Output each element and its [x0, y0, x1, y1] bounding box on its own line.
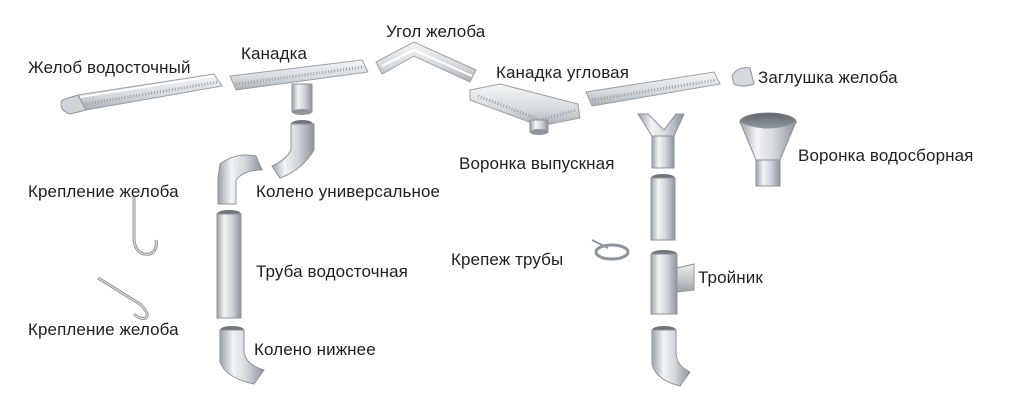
label-bracket-2: Крепление желоба — [28, 320, 179, 339]
label-bracket-1: Крепление желоба — [28, 182, 179, 201]
label-gutter-corner: Угол желоба — [386, 22, 486, 41]
label-gutter: Желоб водосточный — [28, 58, 191, 77]
label-tee: Тройник — [698, 268, 763, 287]
collector-funnel-part — [739, 112, 797, 187]
bracket-part-1 — [132, 196, 158, 256]
label-downpipe: Труба водосточная — [256, 262, 408, 281]
label-corner-connector: Канадка угловая — [496, 63, 630, 82]
label-gutter-cap: Заглушка желоба — [758, 68, 898, 87]
gutter-corner-part — [375, 41, 477, 83]
right-bottom-elbow-part — [651, 326, 691, 387]
label-collector-funnel: Воронка водосборная — [798, 146, 974, 165]
label-universal-elbow: Колено универсальное — [256, 182, 441, 201]
left-downpipe-part — [216, 210, 242, 319]
tee-part — [650, 250, 695, 315]
gutter-part — [60, 73, 223, 115]
gutter-right-part — [585, 71, 721, 107]
corner-connector-part — [469, 83, 581, 135]
left-bottom-elbow-part — [219, 326, 265, 385]
outlet-funnel-part — [637, 113, 685, 169]
gutter-cap-part — [731, 67, 755, 87]
pipe-clamp-part — [591, 239, 630, 261]
universal-elbow-part — [217, 120, 315, 205]
label-connector: Канадка — [241, 44, 308, 63]
label-pipe-clamp: Крепеж трубы — [451, 250, 564, 269]
bracket-part-2 — [97, 276, 149, 320]
connector-part — [229, 59, 369, 115]
label-bottom-elbow: Колено нижнее — [254, 340, 376, 359]
right-downpipe-part — [650, 174, 676, 241]
label-outlet-funnel: Воронка выпускная — [459, 154, 615, 173]
